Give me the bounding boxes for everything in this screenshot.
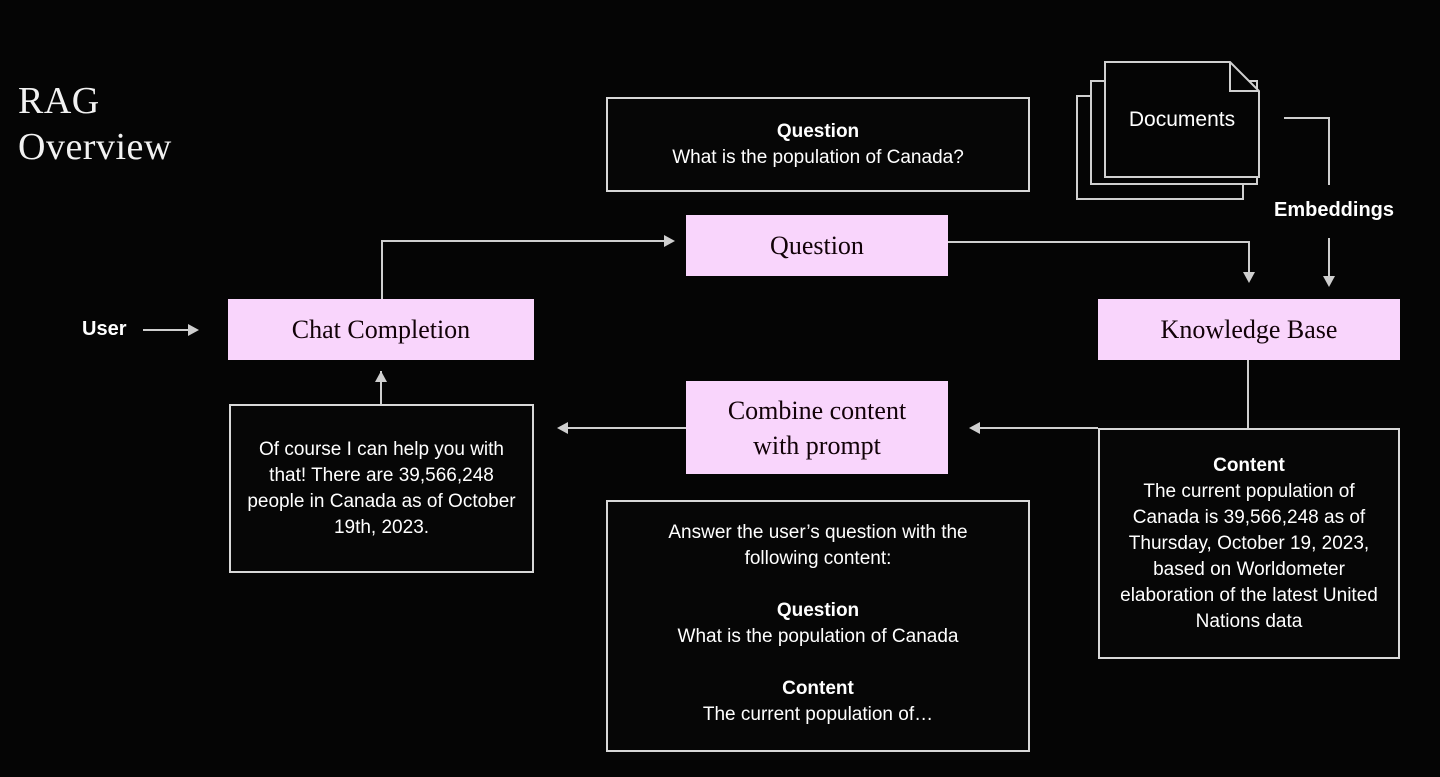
chat-to-question-vline [381, 240, 383, 300]
question-input-body: What is the population of Canada? [672, 146, 964, 168]
answer-box: Of course I can help you with that! Ther… [229, 404, 534, 573]
embeddings-label: Embeddings [1274, 199, 1395, 221]
content-result-box: Content The current population of Canada… [1098, 428, 1400, 659]
content-result-header: Content [1213, 454, 1285, 476]
combine-line-1: Combine content [727, 395, 907, 425]
content-result-body: The current population of Canada is 39,5… [1120, 480, 1378, 632]
combine-line-2: with prompt [753, 430, 881, 460]
chat-completion-label: Chat Completion [291, 314, 471, 344]
question-to-kb-arrowhead [1243, 272, 1255, 283]
question-to-kb-vline [1248, 241, 1250, 274]
user-to-chat-arrowhead [188, 324, 199, 336]
embeddings-to-kb-line [1328, 238, 1330, 278]
answer-body: Of course I can help you with that! Ther… [247, 438, 516, 538]
title-line-2: Overview [18, 126, 172, 168]
chat-to-question-hline [381, 240, 671, 242]
kb-to-content-line [1247, 360, 1249, 428]
question-to-kb-hline [948, 241, 1250, 243]
chat-to-question-arrowhead [664, 235, 675, 247]
combine-to-answer-line [568, 427, 686, 429]
prompt-content-header: Content [782, 678, 854, 699]
prompt-intro: Answer the user’s question with the foll… [668, 522, 968, 569]
title-line-1: RAG [18, 80, 100, 122]
documents-sheet-front [1104, 61, 1260, 178]
content-to-combine-arrowhead [969, 422, 980, 434]
answer-to-chat-line [380, 371, 382, 404]
prompt-question-body: What is the population of Canada [677, 626, 959, 647]
prompt-box: Answer the user’s question with the foll… [606, 500, 1030, 752]
embeddings-to-kb-arrowhead [1323, 276, 1335, 287]
documents-to-embeddings-vline [1328, 117, 1330, 185]
content-to-combine-line [980, 427, 1098, 429]
prompt-question-header: Question [776, 600, 860, 621]
answer-to-chat-arrowhead [375, 371, 387, 382]
chat-completion-box: Chat Completion [228, 299, 534, 360]
documents-to-embeddings-hline [1284, 117, 1330, 119]
prompt-content-body: The current population of… [702, 704, 934, 725]
question-input-box: Question What is the population of Canad… [606, 97, 1030, 192]
combine-to-answer-arrowhead [557, 422, 568, 434]
combine-content-box: Combine content with prompt [686, 381, 948, 474]
document-page-icon [1104, 61, 1260, 178]
question-pill-box: Question [686, 215, 948, 276]
question-input-header: Question [776, 120, 860, 142]
user-to-chat-line [143, 329, 190, 331]
user-label: User [82, 318, 127, 340]
documents-label: Documents [1128, 107, 1236, 131]
question-pill-label: Question [770, 230, 864, 260]
knowledge-base-label: Knowledge Base [1160, 314, 1338, 344]
knowledge-base-box: Knowledge Base [1098, 299, 1400, 360]
